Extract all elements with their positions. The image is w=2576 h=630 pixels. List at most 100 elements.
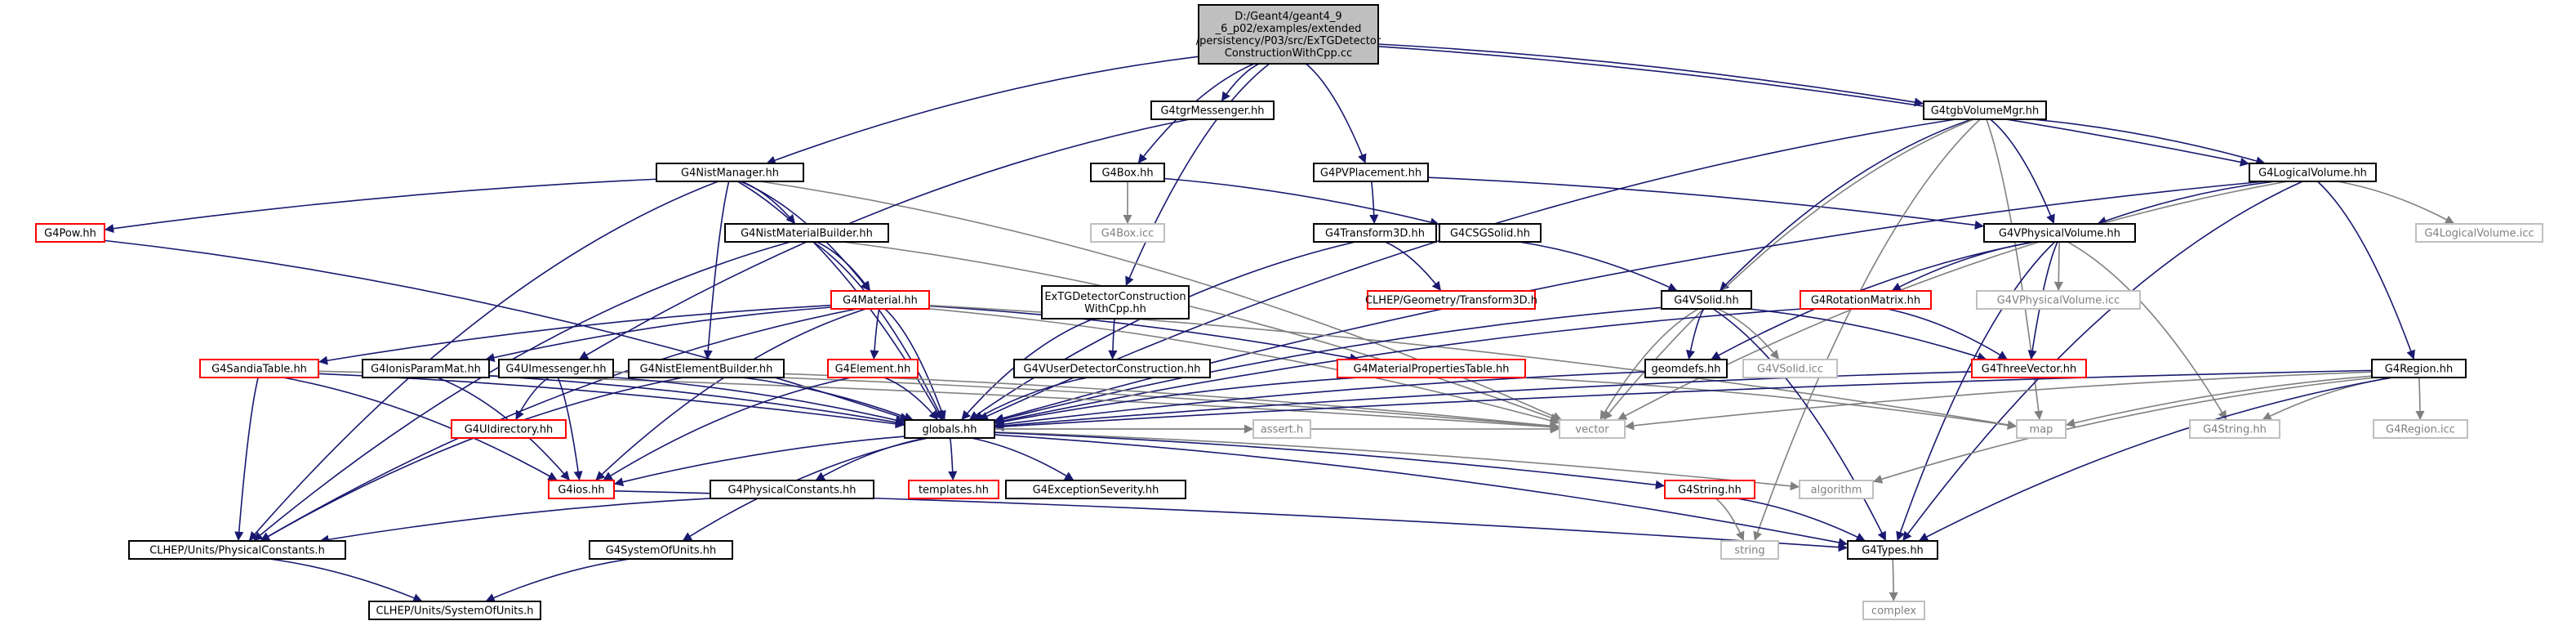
node-G4PhysicalConstants[interactable]: G4PhysicalConstants.hh — [710, 480, 874, 499]
node-label: G4PVPlacement.hh — [1320, 168, 1421, 180]
node-G4NistElementBuilder[interactable]: G4NistElementBuilder.hh — [628, 359, 785, 378]
node-geomdefs[interactable]: geomdefs.hh — [1644, 359, 1728, 378]
node-G4LogicalVolume[interactable]: G4LogicalVolume.hh — [2249, 163, 2377, 182]
edge-G4NistMaterialBuilder-to-globals — [812, 241, 944, 421]
node-G4String[interactable]: G4String.hh — [2189, 419, 2280, 439]
node-box — [2016, 419, 2067, 439]
node-asserth[interactable]: assert.h — [1252, 419, 1311, 439]
node-label: G4VSolid.icc — [1757, 364, 1823, 376]
node-box — [1313, 223, 1437, 243]
node-label: G4Material.hh — [843, 295, 918, 307]
node-box — [368, 601, 541, 620]
node-G4UIdirectory[interactable]: G4UIdirectory.hh — [451, 419, 567, 439]
node-G4RotationMatrix[interactable]: G4RotationMatrix.hh — [1800, 290, 1932, 310]
edge-G4PVPlacement-to-G4Transform3D — [1369, 181, 1379, 225]
edge-G4Material-to-globals — [884, 308, 946, 421]
node-box — [1005, 480, 1186, 499]
node-box — [1644, 359, 1728, 378]
node-box — [830, 290, 930, 310]
node-label: G4NistManager.hh — [681, 168, 779, 180]
node-box — [724, 223, 889, 243]
node-label: G4Region.hh — [2385, 364, 2453, 376]
node-G4IonisParamMat[interactable]: G4IonisParamMat.hh — [362, 359, 490, 378]
node-vector[interactable]: vector — [1559, 419, 1626, 439]
node-label: G4Pow.hh — [44, 228, 96, 240]
node-box — [2371, 359, 2467, 378]
node-label: assert.h — [1261, 424, 1303, 436]
node-G4Box[interactable]: G4Box.hh — [1090, 163, 1165, 182]
node-G4Material[interactable]: G4Material.hh — [830, 290, 930, 310]
node-G4ExceptionSeverity[interactable]: G4ExceptionSeverity.hh — [1005, 480, 1186, 499]
node-label: G4VPhysicalVolume.icc — [1997, 295, 2120, 307]
node-box — [1337, 359, 1526, 378]
node-label: G4IonisParamMat.hh — [371, 364, 481, 376]
node-box — [628, 359, 785, 378]
node-G4NistMaterialBuilder[interactable]: G4NistMaterialBuilder.hh — [724, 223, 889, 243]
node-G4VPhysicalVolumeIcc[interactable]: G4VPhysicalVolume.icc — [1976, 290, 2141, 310]
edge-G4MaterialPropertiesTable-to-globals — [994, 377, 1360, 427]
node-G4Region[interactable]: G4Region.hh — [2371, 359, 2467, 378]
node-G4VSolid[interactable]: G4VSolid.hh — [1661, 290, 1752, 310]
node-label: G4LogicalVolume.icc — [2424, 228, 2534, 240]
edge-G4NistManager-to-G4NistElementBuilder — [703, 181, 730, 360]
node-label: algorithm — [1811, 485, 1862, 497]
node-string[interactable]: string — [1720, 540, 1779, 560]
edge-G4NistManager-to-CLHEPPhysConst — [248, 181, 719, 542]
edge-CLHEPPhysConst-to-CLHEPSystemOfUnits — [269, 558, 423, 602]
node-G4RegionIcc[interactable]: G4Region.icc — [2373, 419, 2468, 439]
node-map[interactable]: map — [2016, 419, 2067, 439]
node-label: G4RotationMatrix.hh — [1811, 295, 1920, 307]
node-G4CSGSolid[interactable]: G4CSGSolid.hh — [1439, 223, 1542, 243]
node-G4VSolidIcc[interactable]: G4VSolid.icc — [1742, 359, 1838, 378]
node-G4Pow[interactable]: G4Pow.hh — [35, 223, 105, 243]
node-G4tgrMessenger[interactable]: G4tgrMessenger.hh — [1150, 101, 1275, 120]
edge-G4VUserDetectorConstruction-to-globals — [973, 377, 1088, 421]
node-CLHEPSystemOfUnits[interactable]: CLHEP/Units/SystemOfUnits.h — [368, 601, 541, 620]
node-G4NistManager[interactable]: G4NistManager.hh — [656, 163, 804, 182]
node-G4BoxIcc[interactable]: G4Box.icc — [1090, 223, 1165, 243]
node-CLHEPTransform3D[interactable]: CLHEP/Geometry/Transform3D.h — [1365, 290, 1537, 310]
node-G4VPhysicalVolume[interactable]: G4VPhysicalVolume.hh — [1983, 223, 2136, 243]
node-label: G4VPhysicalVolume.hh — [1999, 228, 2120, 240]
node-label: WithCpp.hh — [1084, 303, 1146, 315]
node-algorithm[interactable]: algorithm — [1799, 480, 1874, 499]
node-label: CLHEP/Units/SystemOfUnits.h — [376, 605, 533, 618]
node-templates[interactable]: templates.hh — [908, 480, 999, 499]
node-G4ThreeVector[interactable]: G4ThreeVector.hh — [1971, 359, 2087, 378]
edge-root-to-G4tgbVolumeMgr — [1377, 43, 1924, 107]
node-root[interactable]: D:/Geant4/geant4_9_6_p02/examples/extend… — [1196, 4, 1381, 65]
edge-G4tgbVolumeMgr-to-G4VPhysicalVolume — [1990, 118, 2055, 225]
node-complex[interactable]: complex — [1862, 601, 1925, 620]
node-box — [498, 359, 614, 378]
node-G4Types[interactable]: G4Types.hh — [1847, 540, 1938, 560]
node-G4UImessenger[interactable]: G4UImessenger.hh — [498, 359, 614, 378]
node-label: G4Transform3D.hh — [1325, 228, 1425, 240]
node-box — [362, 359, 490, 378]
node-box — [1367, 290, 1536, 310]
node-label: G4SystemOfUnits.hh — [606, 545, 716, 557]
node-G4SandiaTable[interactable]: G4SandiaTable.hh — [199, 359, 319, 378]
node-G4ios[interactable]: G4ios.hh — [548, 480, 615, 499]
edge-G4VSolid-to-G4ThreeVector — [1748, 308, 1987, 361]
node-box — [2249, 163, 2377, 182]
node-box — [904, 419, 995, 439]
node-G4PVPlacement[interactable]: G4PVPlacement.hh — [1313, 163, 1429, 182]
node-box — [1041, 285, 1190, 319]
node-G4VUserDetectorConstruction[interactable]: G4VUserDetectorConstruction.hh — [1013, 359, 1211, 378]
node-G4Transform3D[interactable]: G4Transform3D.hh — [1313, 223, 1437, 243]
node-box — [1559, 419, 1626, 439]
node-G4SystemOfUnits[interactable]: G4SystemOfUnits.hh — [589, 540, 733, 560]
edge-G4SandiaTable-to-G4ios — [283, 377, 558, 481]
node-box — [1847, 540, 1938, 560]
node-box — [589, 540, 733, 560]
node-G4LogicalVolumeIcc[interactable]: G4LogicalVolume.icc — [2415, 223, 2543, 243]
edge-root-to-G4PVPlacement — [1305, 63, 1367, 164]
node-G4MaterialPropertiesTable[interactable]: G4MaterialPropertiesTable.hh — [1337, 359, 1526, 378]
node-globals[interactable]: globals.hh — [904, 419, 995, 439]
node-G4tgbVolumeMgr[interactable]: G4tgbVolumeMgr.hh — [1923, 101, 2047, 120]
node-G4Element[interactable]: G4Element.hh — [827, 359, 919, 378]
node-G4Stringhh2[interactable]: G4String.hh — [1664, 480, 1755, 499]
edge-G4VSolid-to-vector — [1599, 308, 1699, 421]
node-CLHEPPhysConst[interactable]: CLHEP/Units/PhysicalConstants.h — [128, 540, 346, 560]
